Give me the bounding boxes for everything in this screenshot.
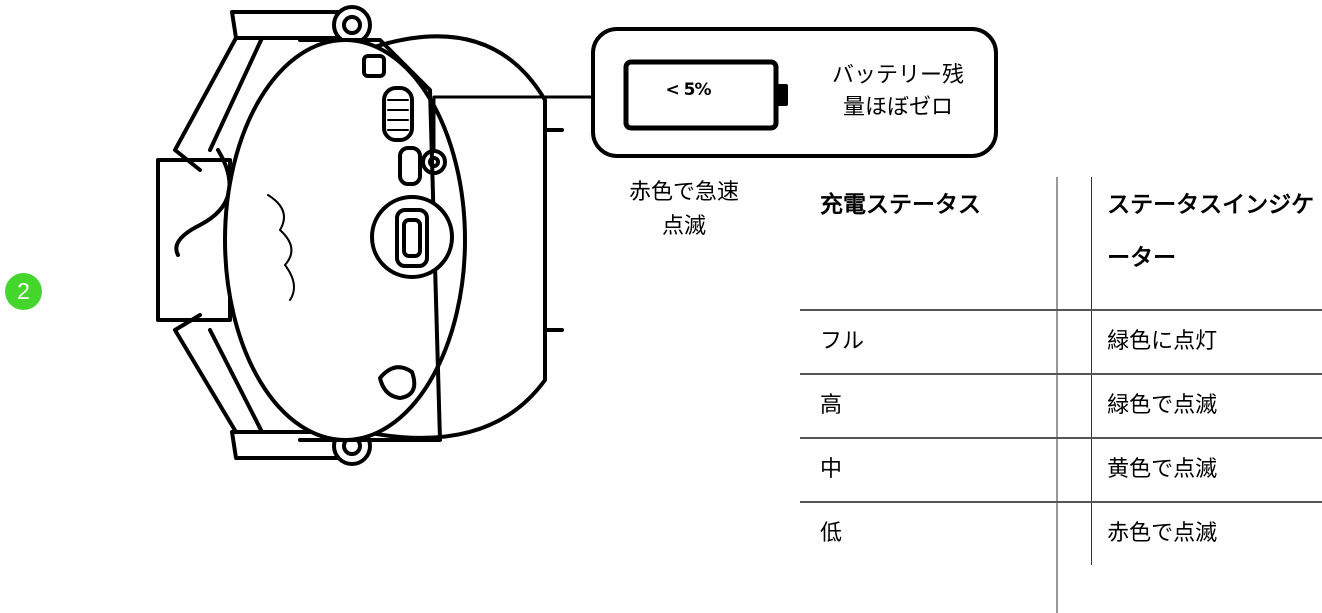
cell-indicator: 赤色で点滅: [1091, 501, 1322, 565]
header-status-indicator: ステータスインジケーター: [1091, 177, 1322, 310]
cell-status: 高: [800, 373, 1092, 438]
step-number-badge: 2: [5, 273, 42, 310]
cell-status: 低: [800, 501, 1092, 565]
table-row: フル 緑色に点灯: [800, 309, 1322, 374]
table-header-row: 充電ステータス ステータスインジケーター: [800, 177, 1322, 310]
cell-indicator: 緑色で点滅: [1091, 373, 1322, 438]
cell-indicator: 黄色で点滅: [1091, 437, 1322, 502]
cell-indicator: 緑色に点灯: [1091, 309, 1322, 374]
cell-status: フル: [800, 309, 1092, 374]
header-charging-status: 充電ステータス: [820, 192, 981, 218]
table-row: 高 緑色で点滅: [800, 373, 1322, 438]
cell-status: 中: [800, 437, 1092, 502]
indicator-note-line-1: 赤色で急速: [628, 180, 739, 205]
battery-level-readout: < 5%: [665, 80, 711, 100]
indicator-note-line-2: 点滅: [661, 214, 706, 239]
battery-message-line-1: バッテリー残: [831, 63, 964, 88]
battery-message-line-2: 量ほぼゼロ: [842, 95, 953, 120]
battery-low-message: バッテリー残 量ほぼゼロ: [808, 60, 988, 124]
charging-status-table: 充電ステータス ステータスインジケーター フル 緑色に点灯 高 緑色で点滅 中 …: [800, 177, 1322, 565]
table-row: 中 黄色で点滅: [800, 437, 1322, 502]
table-row: 低 赤色で点滅: [800, 501, 1322, 565]
indicator-note: 赤色で急速 点滅: [604, 176, 764, 244]
